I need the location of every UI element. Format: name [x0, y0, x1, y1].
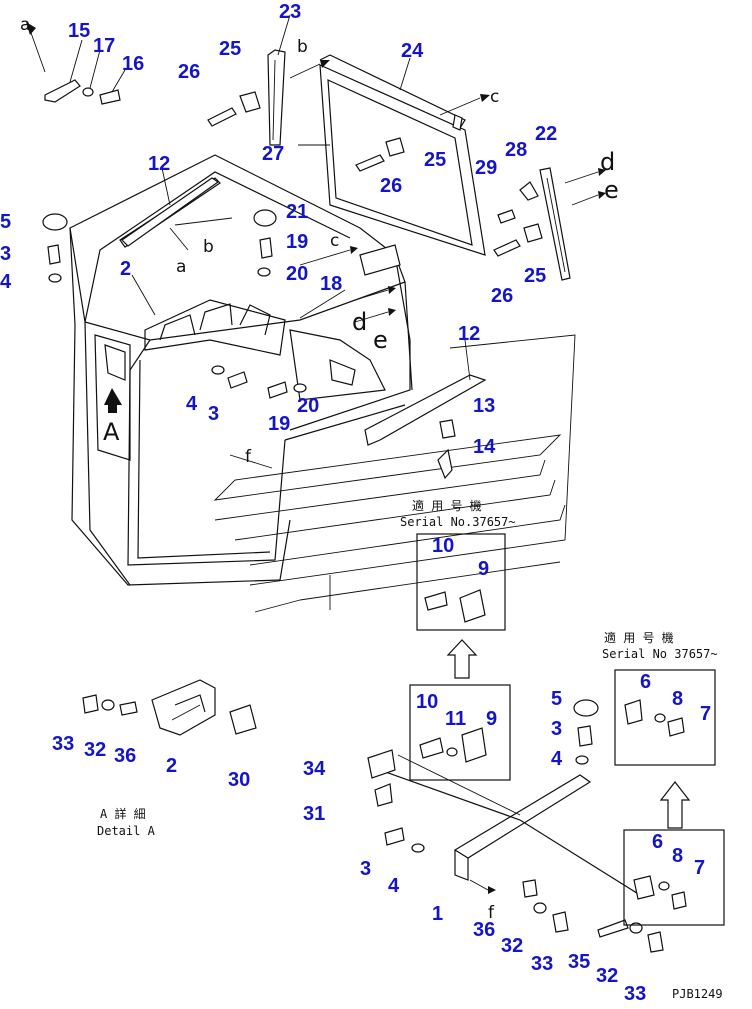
callout-34: 34 [303, 758, 326, 780]
lower-box [409, 684, 511, 781]
reference-letters: a b c b a c d e d e f f [20, 15, 619, 923]
callout-32-low: 32 [501, 935, 523, 957]
strip-22 [539, 167, 571, 281]
rail-12-lower [364, 374, 487, 446]
serial-box-right [614, 669, 716, 766]
callout-31: 31 [303, 803, 325, 825]
callout-12-top: 12 [148, 153, 170, 175]
callout-32-right: 32 [596, 965, 618, 987]
callout-36-detail: 36 [114, 745, 136, 767]
callout-7-low: 7 [694, 857, 705, 879]
ref-a-top: a [20, 15, 30, 35]
ref-f-low: f [488, 903, 495, 923]
hardware-parts [42, 79, 543, 480]
callout-19-top: 19 [286, 231, 308, 253]
ref-b-top: b [297, 37, 308, 57]
callout-19-mid: 19 [268, 413, 290, 435]
callout-8-top: 8 [672, 688, 683, 710]
serial-note-right-en: Serial No 37657~ [602, 647, 718, 661]
callout-20-top: 20 [286, 263, 308, 285]
rail-12-upper [121, 177, 220, 247]
ref-d-mid: d [352, 308, 367, 336]
callout-6-top: 6 [640, 671, 651, 693]
callouts: 15 17 16 23 25 26 24 27 25 26 22 28 29 2… [0, 1, 711, 1005]
callout-9-low: 9 [486, 708, 497, 730]
callout-25-right: 25 [524, 265, 546, 287]
callout-20-mid: 20 [297, 395, 319, 417]
callout-5-low: 5 [551, 688, 562, 710]
callout-6-low: 6 [652, 831, 663, 853]
callout-30: 30 [228, 769, 250, 791]
callout-12-mid: 12 [458, 323, 480, 345]
ref-a-mid: a [176, 257, 186, 277]
callout-9-top: 9 [478, 558, 489, 580]
callout-3-top: 3 [0, 243, 11, 265]
callout-11: 11 [445, 708, 466, 730]
ref-b-mid: b [203, 237, 214, 257]
callout-13: 13 [473, 395, 495, 417]
callout-18: 18 [320, 273, 342, 295]
ref-e-mid: e [373, 326, 388, 354]
serial-note-top-jp: 適 用 号 機 [412, 498, 482, 513]
notes: 適 用 号 機 Serial No.37657~ 適 用 号 機 Serial … [97, 498, 723, 1001]
reference-arrows [26, 22, 606, 894]
callout-26-win: 26 [380, 175, 402, 197]
bottom-bracket [367, 699, 725, 953]
callout-25-win: 25 [424, 149, 446, 171]
callout-33-right: 33 [624, 983, 646, 1005]
callout-16: 16 [122, 53, 144, 75]
callout-4-bottom: 4 [388, 875, 400, 897]
detail-label-en: Detail A [97, 824, 156, 838]
callout-3-mid: 3 [208, 403, 219, 425]
callout-25-top: 25 [219, 38, 241, 60]
detail-label-jp: A 詳 細 [100, 806, 146, 821]
callout-24: 24 [401, 40, 424, 62]
ref-c-top: c [490, 87, 499, 107]
callout-27: 27 [262, 143, 284, 165]
leader-lines [69, 14, 471, 721]
callout-3-low: 3 [551, 718, 562, 740]
callout-33-low: 33 [531, 953, 553, 975]
callout-7-top: 7 [700, 703, 711, 725]
callout-32-detail: 32 [84, 739, 106, 761]
callout-3-bottom: 3 [360, 858, 371, 880]
callout-28: 28 [505, 139, 527, 161]
callout-5-top: 5 [0, 211, 11, 233]
callout-10-low: 10 [416, 691, 438, 713]
detail-a [82, 679, 257, 736]
view-a-arrow: A [103, 388, 122, 446]
callout-33-detail: 33 [52, 733, 74, 755]
callout-14: 14 [473, 436, 496, 458]
view-a-label: A [103, 418, 120, 446]
callout-4-mid: 4 [186, 393, 198, 415]
callout-4-top: 4 [0, 271, 12, 293]
callout-4-low: 4 [551, 748, 563, 770]
strip-23 [267, 49, 286, 146]
callout-26-top: 26 [178, 61, 200, 83]
ref-c-mid: c [330, 231, 339, 251]
ref-e-right: e [604, 176, 619, 204]
ref-f-mid: f [245, 447, 252, 467]
callout-29: 29 [475, 157, 497, 179]
callout-2-top: 2 [120, 258, 131, 280]
callout-21: 21 [286, 201, 308, 223]
drawing-code: PJB1249 [672, 987, 723, 1001]
serial-note-top-en: Serial No.37657~ [400, 515, 516, 529]
window-frame [319, 54, 486, 256]
callout-1: 1 [432, 903, 443, 925]
callout-23: 23 [279, 1, 301, 23]
callout-2-detail: 2 [166, 755, 177, 777]
callout-36-low: 36 [473, 919, 495, 941]
callout-15: 15 [68, 20, 90, 42]
callout-22: 22 [535, 123, 557, 145]
callout-26-right: 26 [491, 285, 513, 307]
serial-box-top [416, 533, 506, 679]
ref-d-right: d [600, 148, 615, 176]
callout-35: 35 [568, 951, 590, 973]
serial-note-right-jp: 適 用 号 機 [604, 630, 674, 645]
callout-17: 17 [93, 35, 115, 57]
callout-8-low: 8 [672, 845, 683, 867]
callout-10-top: 10 [432, 535, 454, 557]
